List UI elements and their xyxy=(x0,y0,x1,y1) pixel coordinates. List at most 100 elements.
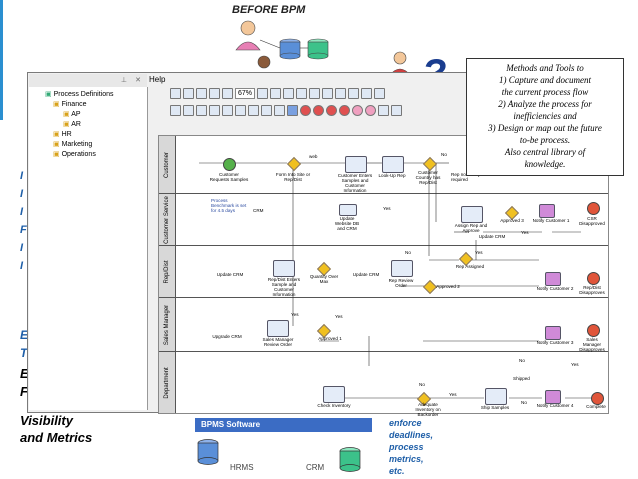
zoom-out-icon[interactable] xyxy=(222,88,233,99)
task-customer-enters[interactable] xyxy=(345,156,367,173)
side-letter: E xyxy=(20,328,29,342)
node-ship-samples[interactable]: Ship Samples xyxy=(480,405,510,410)
tree-item-process-definitions[interactable]: ▣ Process Definitions xyxy=(45,91,114,98)
task-check-inventory[interactable] xyxy=(323,386,345,403)
end-event-icon[interactable] xyxy=(339,105,350,116)
shape-icon[interactable] xyxy=(248,105,259,116)
task-notify-customer-3[interactable] xyxy=(545,326,561,340)
enforce-line: enforce xyxy=(389,418,422,428)
node-adequate-inventory[interactable]: Adequate Inventory on Backorder xyxy=(415,402,441,417)
tree-item-hr[interactable]: ▣ HR xyxy=(53,131,72,138)
shape-icon[interactable] xyxy=(209,105,220,116)
task-rep-review-order[interactable] xyxy=(391,260,413,277)
end-event-icon[interactable] xyxy=(587,272,600,285)
align-bottom-icon[interactable] xyxy=(322,88,334,99)
align-icon[interactable] xyxy=(283,88,295,99)
task-notify-customer-1[interactable] xyxy=(539,204,555,218)
node-notify-customer-1[interactable]: Notify Customer 1 xyxy=(532,218,570,223)
node-upgrade-crm[interactable]: Upgrade CRM xyxy=(212,334,242,339)
end-event-icon[interactable] xyxy=(313,105,324,116)
node-update-website-db[interactable]: Update Website DB and CRM xyxy=(334,216,360,231)
start-event-icon[interactable] xyxy=(223,158,236,171)
node-notify-customer-3[interactable]: Notify Customer 3 xyxy=(536,340,574,345)
task-sales-manager-review[interactable] xyxy=(267,320,289,337)
connector-icon[interactable] xyxy=(378,105,389,116)
process-diagram-canvas[interactable]: Customer Customer Service Rep/Dist Sales… xyxy=(158,135,609,417)
event-icon[interactable] xyxy=(365,105,376,116)
select-icon[interactable] xyxy=(170,105,181,116)
enforce-line: metrics, xyxy=(389,454,424,464)
node-customer-country[interactable]: Customer Country has Rep/Dist xyxy=(415,170,441,185)
node-update-crm-3[interactable]: Update CRM xyxy=(352,272,380,277)
node-update-crm-1[interactable]: Update CRM xyxy=(478,234,506,239)
node-rep-assigned[interactable]: Rep Assigned xyxy=(455,264,485,269)
grid-icon[interactable] xyxy=(270,88,282,99)
node-notify-customer-2[interactable]: Notify Customer 2 xyxy=(536,286,574,291)
text-icon[interactable] xyxy=(183,105,194,116)
distribute-icon[interactable] xyxy=(296,88,308,99)
node-form-into-site[interactable]: Form Into Site or Rep/Dist xyxy=(275,172,311,182)
tree-item-ap[interactable]: ▣ AP xyxy=(63,111,81,118)
layout-icon[interactable] xyxy=(335,88,347,99)
person-icon xyxy=(257,55,271,69)
task-ship-samples[interactable] xyxy=(485,388,507,405)
columns-icon[interactable] xyxy=(361,88,373,99)
save-icon[interactable] xyxy=(196,88,207,99)
open-icon[interactable] xyxy=(183,88,194,99)
node-approved-1[interactable]: Approved 1 xyxy=(318,336,342,341)
task-assign-rep[interactable] xyxy=(461,206,483,223)
node-sales-manager-review[interactable]: Sales Manager Review Order xyxy=(262,337,294,347)
end-event-icon[interactable] xyxy=(591,392,604,405)
node-check-inventory[interactable]: Check Inventory xyxy=(317,403,351,408)
event-icon[interactable] xyxy=(352,105,363,116)
zoom-in-icon[interactable] xyxy=(209,88,220,99)
task-update-website[interactable] xyxy=(339,204,357,216)
node-approved-3[interactable]: Approved 3 xyxy=(500,218,524,223)
node-notify-customer-4[interactable]: Notify Customer 4 xyxy=(536,403,574,408)
end-event-icon[interactable] xyxy=(326,105,337,116)
new-icon[interactable] xyxy=(170,88,181,99)
text-format-icon[interactable] xyxy=(196,105,207,116)
shape-icon[interactable] xyxy=(261,105,272,116)
shape-icon[interactable] xyxy=(235,105,246,116)
rows-icon[interactable] xyxy=(374,88,386,99)
node-sales-manager-disapproves[interactable]: Sales Manager Disapproves xyxy=(579,337,605,352)
fit-icon[interactable] xyxy=(257,88,269,99)
node-csr-disapproved[interactable]: CSR Disapproved xyxy=(579,216,605,226)
end-event-icon[interactable] xyxy=(587,202,600,215)
pin-icon[interactable]: ⊥ xyxy=(120,77,127,84)
task-look-up-rep[interactable] xyxy=(382,156,404,173)
node-look-up-rep[interactable]: Look-Up Rep xyxy=(378,173,406,178)
task-notify-customer-4[interactable] xyxy=(545,390,561,404)
node-approved-2[interactable]: Approved 2 xyxy=(436,284,460,289)
node-assign-rep[interactable]: Assign Rep and Approve xyxy=(454,223,488,233)
node-rep-dist-enters[interactable]: Rep/Dist Enters Sample and Customer Info… xyxy=(267,277,301,297)
task-icon[interactable] xyxy=(287,105,298,116)
task-rep-dist-enters[interactable] xyxy=(273,260,295,277)
node-update-crm-2[interactable]: Update CRM xyxy=(216,272,244,277)
node-rep-dist-disapproves[interactable]: Rep/Dist Disapproves xyxy=(579,285,605,295)
timer-icon[interactable] xyxy=(391,105,402,116)
node-customer-enters-samples[interactable]: Customer Enters Samples and Customer Inf… xyxy=(337,173,373,193)
end-event-icon[interactable] xyxy=(300,105,311,116)
node-customer-requests-samples[interactable]: Customer Requests Samples xyxy=(209,172,249,182)
end-event-icon[interactable] xyxy=(587,324,600,337)
node-rep-review-order[interactable]: Rep Review Order xyxy=(388,278,414,288)
menu-help[interactable]: Help xyxy=(149,75,166,84)
hrms-label: HRMS xyxy=(230,463,254,472)
tree-item-finance[interactable]: ▣ Finance xyxy=(53,101,87,108)
tree-item-operations[interactable]: ▣ Operations xyxy=(53,151,96,158)
node-complete[interactable]: Complete xyxy=(586,404,606,409)
tree-item-ar[interactable]: ▣ AR xyxy=(63,121,81,128)
database-icon xyxy=(197,439,219,465)
shape-icon[interactable] xyxy=(274,105,285,116)
node-quantity-over-max[interactable]: Quantity Over Max xyxy=(309,274,339,284)
close-icon[interactable]: ✕ xyxy=(135,77,141,84)
node-process-benchmark[interactable]: Process Benchmark is set for 4.5 days xyxy=(211,198,247,213)
table-icon[interactable] xyxy=(348,88,360,99)
align-top-icon[interactable] xyxy=(309,88,321,99)
tree-item-marketing[interactable]: ▣ Marketing xyxy=(53,141,93,148)
shape-icon[interactable] xyxy=(222,105,233,116)
task-notify-customer-2[interactable] xyxy=(545,272,561,286)
zoom-select[interactable]: 67% xyxy=(235,88,256,99)
